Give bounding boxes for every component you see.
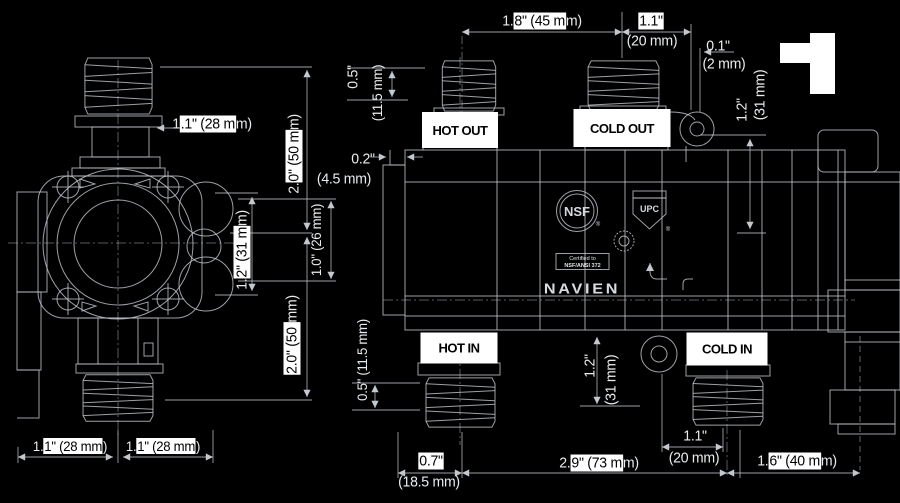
dimension-label: (2 mm) [702,55,746,73]
navien-brand-text: NAVIEN [543,280,621,298]
upc-logo-text: UPC [640,204,660,214]
dimension-label: 1.2" [733,98,751,122]
upc-shield-icon [632,197,667,230]
dimension-label: 2.0" (50 mm) [285,114,303,194]
dimension-label: 2.0" (50 mm) [283,295,301,375]
certified-box [555,253,610,270]
cold-out-elbow [679,111,715,147]
dimension-label: 0.7" [418,452,444,470]
dimension-label: 1.1" (28 mm) [32,438,108,454]
dimension-label: (20 mm) [626,32,678,50]
dimension-label: 0.1" [706,37,730,55]
dimension-label: 1.1" [638,12,664,30]
port-label-hot-out: HOT OUT [422,112,498,148]
dimension-label: 1.6" (40 mm) [757,452,837,470]
dimension-label: 0.5" (11.5 mm) [354,319,370,401]
dimension-label: 1.8" (45 mm) [502,12,582,30]
dimension-label: 1.1" (28 mm) [125,438,201,454]
front-view [8,57,238,438]
dimension-label: 0.2" [351,150,375,168]
dimension-label: 2.9" (73 mm) [559,454,639,472]
dimension-label: (4.5 mm) [316,170,372,188]
dimension-label: (11.5 mm) [369,64,385,122]
certified-line1: Certified to [569,256,596,262]
dimension-lines [17,12,860,478]
front-bolt-holes [52,171,184,315]
right-side-view [817,129,900,470]
dimension-label: 1.2" [581,354,599,378]
dimension-label: 0.5" [344,65,362,89]
port-label-cold-out: COLD OUT [573,109,671,147]
dimension-label: (31 mm) [602,354,620,406]
nsf-logo-icon [556,190,598,232]
adjustment-knob-icon [613,230,635,252]
certified-line2: NSF/ANSI 372 [564,263,600,269]
port-label-hot-in: HOT IN [420,332,498,364]
dimension-label: (31 mm) [751,69,769,121]
dimension-label: 1.1" (28 mm) [172,115,252,133]
dimension-label: 1.1" [683,427,707,445]
upc-registered-mark: ® [666,226,671,233]
dimension-label: 1.2" (31 mm) [233,210,251,290]
dimension-label: (20 mm) [668,449,720,467]
certification-marks: NSF ® UPC ® Certified to NSF/ANSI 372 [555,190,693,290]
port-label-cold-in: COLD IN [686,332,768,366]
dimension-label: 1.0" (26 mm) [308,203,324,277]
cold-in-elbow [640,335,678,373]
nsf-logo-text: NSF [564,204,590,219]
nsf-registered-mark: ® [596,221,601,228]
dimension-label: (18.5 mm) [398,473,460,491]
flow-direction-arrow-icon [646,263,667,280]
corner-logo-mark [780,33,835,94]
